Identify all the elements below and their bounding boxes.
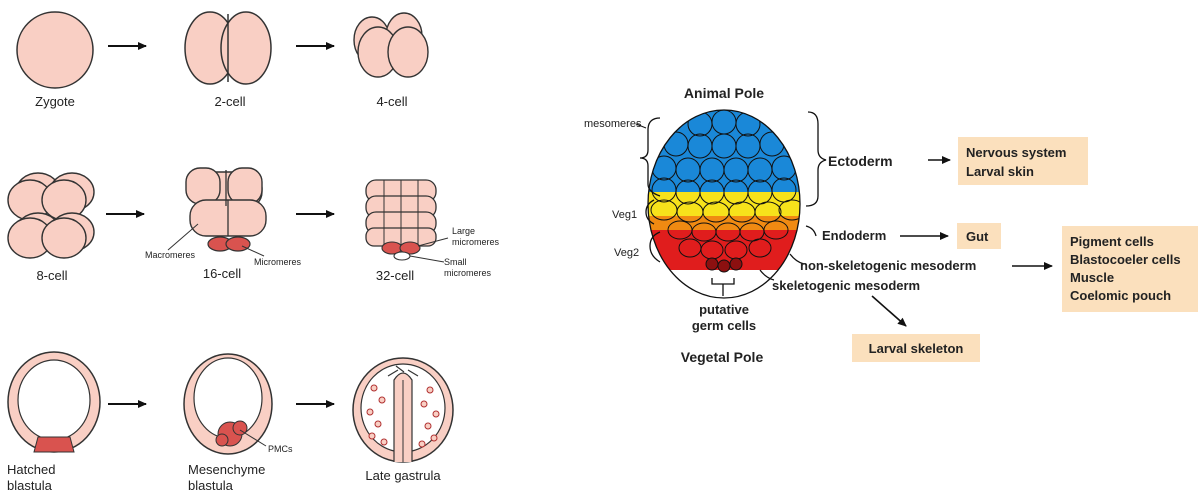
arrow-sm-fate xyxy=(872,296,906,326)
germ-label-1: putative xyxy=(699,302,749,317)
ectoderm-bracket xyxy=(806,112,826,206)
fate-blastocoeler-cells: Blastocoeler cells xyxy=(1070,252,1181,267)
late-gastrula-label: Late gastrula xyxy=(365,468,441,483)
micromeres-label: Micromeres xyxy=(254,257,302,267)
eight-cell-label: 8-cell xyxy=(36,268,67,283)
veg1-label: Veg1 xyxy=(612,209,637,221)
mesenchyme-blastula-drawing xyxy=(184,354,272,454)
eight-cell-drawing xyxy=(8,173,94,258)
fate-pigment-cells: Pigment cells xyxy=(1070,234,1154,249)
veg2-label: Veg2 xyxy=(614,247,639,259)
mesomeres-label: mesomeres xyxy=(584,118,642,130)
endoderm-fate-box: Gut xyxy=(957,223,1001,249)
mesenchyme-blastula-label-2: blastula xyxy=(188,478,234,493)
hatched-blastula-label-2: blastula xyxy=(7,478,53,493)
germ-label-2: germ cells xyxy=(692,318,756,333)
thirtytwo-cell-label: 32-cell xyxy=(376,268,414,283)
mesenchyme-blastula-label-1: Mesenchyme xyxy=(188,462,265,477)
sm-label: skeletogenic mesoderm xyxy=(772,278,920,293)
macromeres-label: Macromeres xyxy=(145,250,196,260)
ectoderm-label: Ectoderm xyxy=(828,153,893,169)
fate-larval-skeleton: Larval skeleton xyxy=(869,341,964,356)
two-cell-drawing xyxy=(185,12,271,84)
late-gastrula-drawing xyxy=(353,358,453,462)
large-micromeres-label-1: Large xyxy=(452,226,475,236)
four-cell-drawing xyxy=(354,13,428,77)
four-cell-label: 4-cell xyxy=(376,94,407,109)
zygote-drawing xyxy=(17,12,93,88)
small-micromeres-label-2: micromeres xyxy=(444,268,492,278)
fate-muscle: Muscle xyxy=(1070,270,1114,285)
sixteen-cell-label: 16-cell xyxy=(203,266,241,281)
endoderm-bracket xyxy=(806,226,816,236)
fate-gut: Gut xyxy=(966,229,989,244)
pmcs-label: PMCs xyxy=(268,444,293,454)
nsm-label: non-skeletogenic mesoderm xyxy=(800,258,976,273)
fate-nervous-system: Nervous system xyxy=(966,145,1066,160)
two-cell-label: 2-cell xyxy=(214,94,245,109)
sixteen-cell-drawing xyxy=(168,168,266,256)
fate-larval-skin: Larval skin xyxy=(966,164,1034,179)
hatched-blastula-drawing xyxy=(8,352,100,452)
skeleton-fate-box: Larval skeleton xyxy=(852,334,980,362)
endoderm-label: Endoderm xyxy=(822,228,886,243)
small-micromeres-label-1: Small xyxy=(444,257,467,267)
zygote-label: Zygote xyxy=(35,94,75,109)
hatched-blastula-label-1: Hatched xyxy=(7,462,55,477)
fate-coelomic-pouch: Coelomic pouch xyxy=(1070,288,1171,303)
animal-pole-label: Animal Pole xyxy=(684,85,764,101)
large-micromeres-label-2: micromeres xyxy=(452,237,500,247)
ectoderm-fate-box: Nervous system Larval skin xyxy=(958,137,1088,185)
vegetal-pole-label: Vegetal Pole xyxy=(681,349,764,365)
germ-bracket xyxy=(712,278,734,296)
embryo-fate-map xyxy=(640,100,810,298)
thirtytwo-cell-drawing xyxy=(366,180,448,262)
nsm-fate-box: Pigment cells Blastocoeler cells Muscle … xyxy=(1062,226,1198,312)
